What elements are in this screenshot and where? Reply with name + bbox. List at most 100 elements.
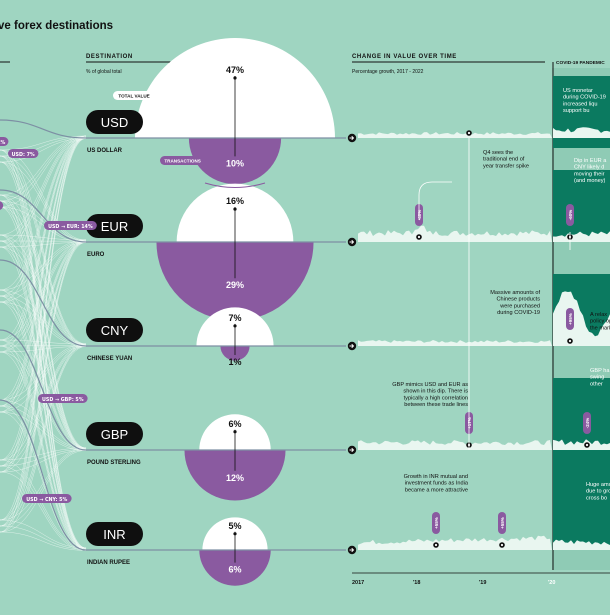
- value-connector-dot: [233, 430, 236, 433]
- spike-label-text: -60%: [568, 210, 573, 221]
- annotation-line: CNY likely d: [574, 165, 604, 171]
- flow-pill-bg: [0, 201, 3, 210]
- flow-pill-partial-1: 1%: [0, 137, 8, 146]
- legend-total-value-label: TOTAL VALUE: [118, 94, 149, 99]
- destination-subheader: % of global total: [86, 69, 122, 75]
- spike-marker-inner: [586, 444, 588, 446]
- spike-label-text: +55%: [434, 517, 439, 529]
- sparkline-area: [358, 132, 552, 138]
- covid-header: COVID-19 PANDEMIC: [556, 60, 605, 66]
- spike-label: -24%: [583, 412, 591, 434]
- flow-line-major: [0, 190, 86, 242]
- annotation-line: investment funds as India: [405, 481, 469, 487]
- sparkline-area: [358, 340, 552, 346]
- transactions-label: 10%: [226, 158, 244, 168]
- annotation-line: Q4 sees the: [483, 150, 513, 156]
- currency-name: INDIAN RUPEE: [87, 560, 130, 566]
- x-tick-2017: 2017: [352, 580, 364, 586]
- change-header: CHANGE IN VALUE OVER TIME: [352, 54, 457, 60]
- annotation-line: became a more attractive: [405, 487, 468, 493]
- spike-marker-inner: [501, 544, 503, 546]
- total-value-label: 7%: [228, 313, 241, 323]
- sparkline-area: [358, 536, 552, 550]
- sparkline-area: [358, 440, 552, 450]
- currency-name: US DOLLAR: [87, 148, 123, 154]
- spike-marker-inner: [468, 132, 470, 134]
- flow-lines: [0, 120, 86, 550]
- flow-pill-partial-3: %: [0, 201, 3, 210]
- total-value-label: 47%: [226, 65, 244, 75]
- annotation-line: increased liqu: [563, 101, 598, 107]
- annotation-line: shown in this dip. There is: [403, 389, 468, 395]
- annotation-line: A relax: [590, 312, 607, 318]
- annotation-line: between these trade lines: [404, 402, 468, 408]
- flow-line: [0, 412, 86, 550]
- annotation-line: moving their: [574, 171, 605, 177]
- transactions-label: 1%: [228, 357, 241, 367]
- spike-label-text: +55%: [500, 517, 505, 529]
- annotation-line: Dip in EUR a: [574, 158, 607, 164]
- currency-code: INR: [103, 527, 125, 542]
- x-tick-18: '18: [413, 580, 420, 586]
- annotation-line: traditional end of: [483, 157, 525, 163]
- annotation-line: (and money): [574, 178, 606, 184]
- spike-marker-inner: [569, 340, 571, 342]
- currency-code: USD: [101, 115, 128, 130]
- flow-line: [0, 242, 86, 532]
- spike-label-text: +95%: [568, 313, 573, 325]
- transactions-label: 12%: [226, 473, 244, 483]
- value-connector-dot: [233, 207, 236, 210]
- flow-pill-usd-cny: USD → CNY: 5%: [22, 494, 72, 503]
- currency-name: EURO: [87, 252, 105, 258]
- transactions-label: 6%: [228, 565, 241, 575]
- flow-pill-partial-2: USD: 7%: [8, 149, 38, 158]
- annotation-line: Huge amount: [586, 482, 610, 488]
- annotation-line: Chinese products: [496, 297, 540, 303]
- total-value-label: 6%: [228, 419, 241, 429]
- annotation-line: the marke: [590, 325, 610, 331]
- spike-label: +55%: [498, 512, 506, 534]
- spike-label: -60%: [566, 204, 574, 226]
- currency-name: CHINESE YUAN: [87, 356, 132, 362]
- currency-code: EUR: [101, 219, 128, 234]
- flow-pill-label: USD: 7%: [12, 152, 35, 158]
- annotation-line: swing: [590, 375, 604, 381]
- annotation-line: year transfer spike: [483, 163, 529, 169]
- spike-marker-inner: [418, 236, 420, 238]
- lead-line: [419, 182, 452, 220]
- spike-label-text: -24%: [585, 418, 590, 429]
- sparkline-area: [358, 226, 552, 242]
- flow-pill-label: USD → CNY: 5%: [26, 497, 67, 503]
- annotation-line: other: [590, 381, 603, 387]
- flow-line-major: [0, 120, 86, 138]
- annotation-line: GBP mimics USD and EUR as: [392, 382, 468, 388]
- x-tick-19: '19: [479, 580, 486, 586]
- flow-line: [0, 162, 86, 242]
- x-tick-20: '20: [548, 580, 555, 586]
- annotation-line: were purchased: [499, 303, 540, 309]
- spike-marker-inner: [435, 544, 437, 546]
- currency-name: POUND STERLING: [87, 460, 141, 466]
- annotation-line: policy op: [590, 319, 610, 325]
- destination-header: DESTINATION: [86, 54, 133, 60]
- total-value-label: 16%: [226, 196, 244, 206]
- annotation-line: US monetar: [563, 88, 593, 94]
- annotation-line: due to growt: [586, 489, 610, 495]
- annotation-line: during COVID-19: [563, 95, 606, 101]
- covid-box: [553, 378, 610, 450]
- flow-pill-label: USD → EUR: 14%: [48, 224, 93, 230]
- annotation-line: during COVID-19: [497, 310, 540, 316]
- spike-label: +95%: [566, 308, 574, 330]
- annotation-inr-covid: Huge amountdue to growtcross bo: [586, 482, 610, 501]
- value-connector-dot: [233, 76, 236, 79]
- flow-pill-label: 1%: [0, 140, 5, 146]
- currency-code: GBP: [101, 427, 128, 442]
